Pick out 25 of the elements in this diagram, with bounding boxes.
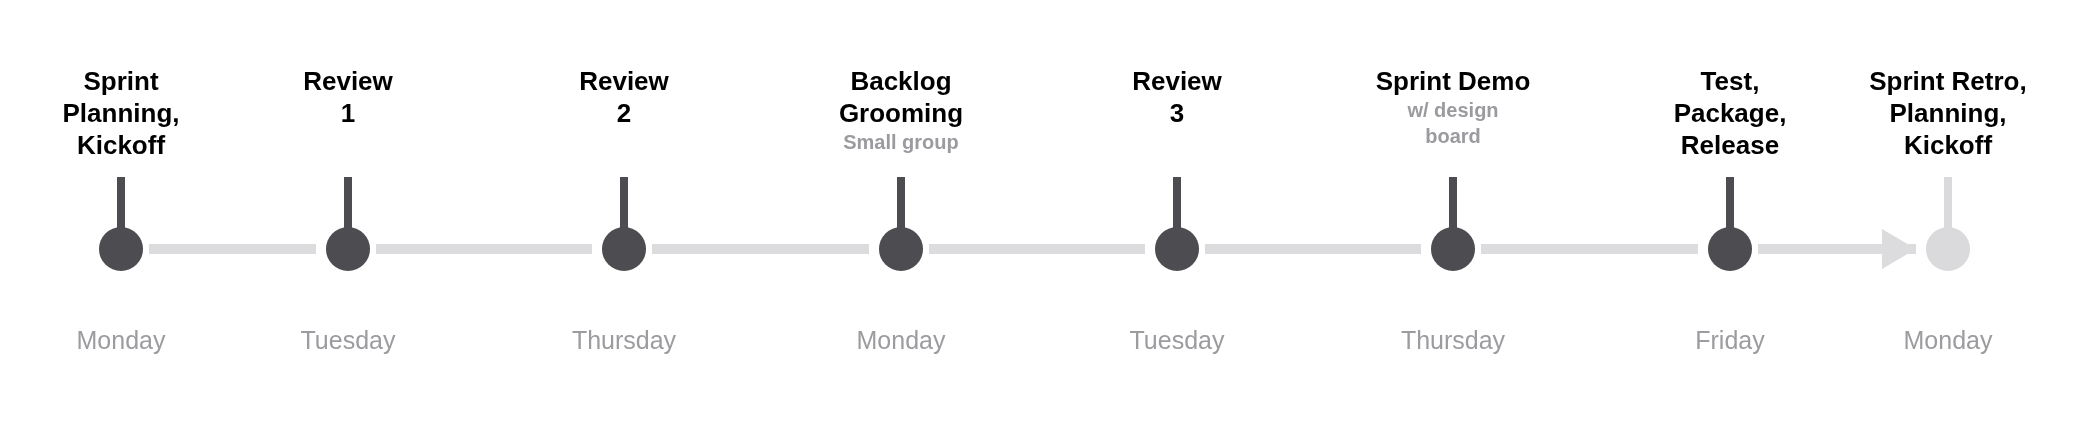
milestone-note: Small group <box>842 130 960 155</box>
day-label: Thursday <box>1399 325 1507 356</box>
timeline-line <box>1205 244 1421 254</box>
day-label: Thursday <box>570 325 678 356</box>
milestone-title: Sprint Planning, Kickoff <box>61 65 181 161</box>
timeline-line <box>929 244 1145 254</box>
timeline-line <box>1481 244 1698 254</box>
milestone-title: Sprint Demo <box>1374 65 1532 97</box>
timeline-line <box>652 244 869 254</box>
milestone-note: w/ design board <box>1406 98 1500 149</box>
timeline-arrow <box>1758 229 1916 269</box>
day-label: Monday <box>75 325 167 356</box>
milestone-title: Review 2 <box>578 65 670 129</box>
milestone-title: Sprint Retro, Planning, Kickoff <box>1868 65 2028 161</box>
day-label: Tuesday <box>299 325 397 356</box>
milestone-title: Review 3 <box>1131 65 1223 129</box>
day-label: Friday <box>1694 325 1766 356</box>
timeline-line <box>149 244 316 254</box>
day-label: Monday <box>855 325 947 356</box>
milestone-title: Review 1 <box>302 65 394 129</box>
timeline-line <box>376 244 592 254</box>
day-label: Monday <box>1902 325 1994 356</box>
milestone-title: Backlog Grooming <box>837 65 965 129</box>
milestone-title: Test, Package, Release <box>1672 65 1788 161</box>
day-label: Tuesday <box>1128 325 1226 356</box>
